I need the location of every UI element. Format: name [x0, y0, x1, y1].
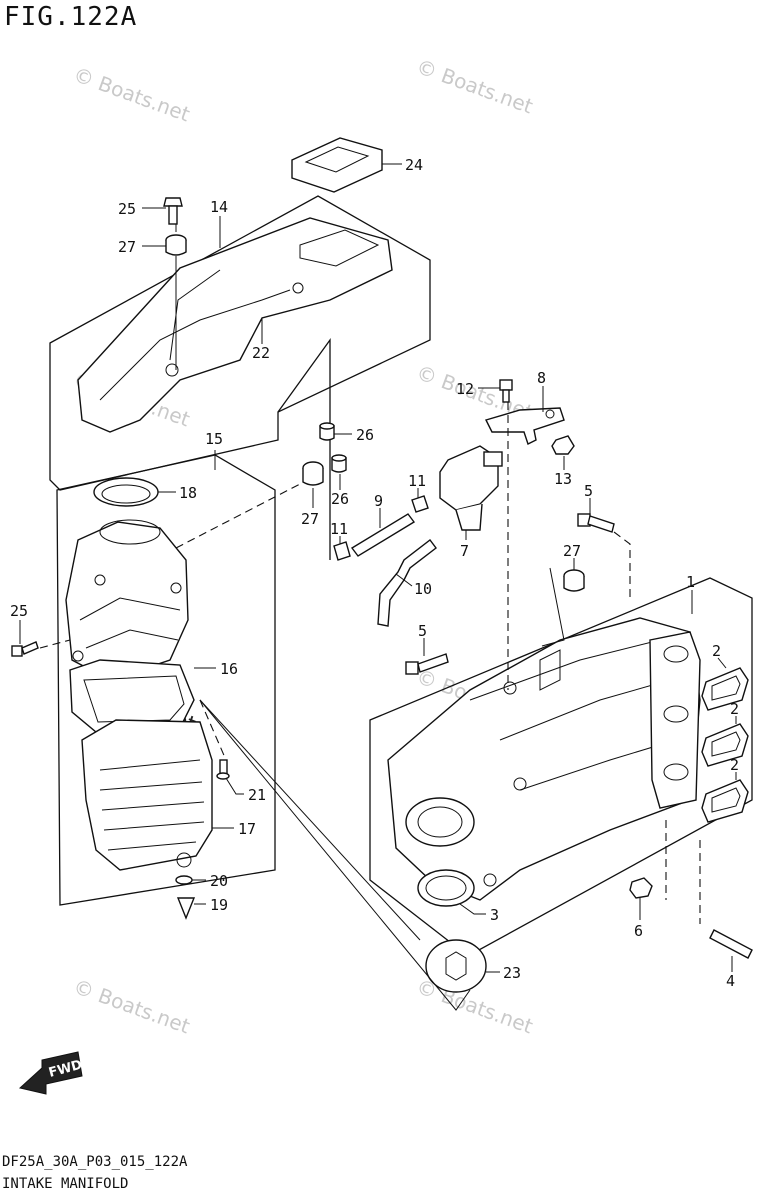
fwd-badge: FWD	[18, 1051, 84, 1095]
drain-valve-19	[176, 897, 196, 920]
o-ring-3	[417, 869, 475, 907]
collar-26b	[331, 454, 347, 473]
callout-19: 19	[210, 896, 228, 914]
group-outline-air-box	[56, 454, 276, 906]
callout-15: 15	[205, 430, 223, 448]
callout-2b: 2	[730, 700, 739, 718]
callout-14: 14	[210, 198, 228, 216]
bolt-5b	[405, 653, 449, 675]
gasket-16	[69, 659, 195, 733]
callout-9: 9	[374, 492, 383, 510]
clip-11b	[333, 541, 351, 561]
hose-10	[377, 539, 437, 627]
callout-26: 26	[356, 426, 374, 444]
callout-5: 5	[584, 482, 593, 500]
callout-2a: 2	[712, 642, 721, 660]
bolt-5a	[577, 513, 615, 533]
callout-10: 10	[414, 580, 432, 598]
intake-manifold-1	[387, 617, 701, 901]
callout-25: 25	[118, 200, 136, 218]
callout-8: 8	[537, 369, 546, 387]
gasket-2a	[701, 667, 749, 711]
watermark: © Boats.net	[70, 974, 193, 1038]
air-box-lower-17	[81, 719, 213, 871]
valve-7	[439, 445, 503, 531]
assembly-line	[613, 531, 631, 600]
callout-18: 18	[179, 484, 197, 502]
callout-1: 1	[686, 573, 695, 591]
callout-26b: 26	[331, 490, 349, 508]
callout-22: 22	[252, 344, 270, 362]
grommet-27	[165, 234, 187, 256]
callout-17: 17	[238, 820, 256, 838]
figure-title: FIG.122A	[4, 2, 138, 32]
seal-ring-18	[93, 477, 159, 507]
nut-13	[551, 435, 575, 455]
figure-name: INTAKE MANIFOLD	[2, 1176, 129, 1192]
callout-23: 23	[503, 964, 521, 982]
stud-bolt-4	[709, 929, 753, 959]
group-outline-link	[277, 337, 331, 560]
group-outline-silencer-cover	[49, 195, 431, 491]
callout-12: 12	[456, 380, 474, 398]
callout-13: 13	[554, 470, 572, 488]
assembly-line	[39, 639, 71, 649]
nut-6	[629, 877, 653, 899]
bolt-12	[499, 379, 513, 403]
callout-27c: 27	[563, 542, 581, 560]
callout-16: 16	[220, 660, 238, 678]
callout-20: 20	[210, 872, 228, 890]
callout-27b: 27	[301, 510, 319, 528]
connector-line	[541, 567, 565, 647]
callout-3: 3	[490, 906, 499, 924]
group-outline-manifold	[369, 577, 753, 957]
air-box-upper-15	[65, 519, 189, 681]
callout-5b: 5	[418, 622, 427, 640]
callout-27: 27	[118, 238, 136, 256]
callout-11b: 11	[330, 520, 348, 538]
hose-9	[350, 513, 416, 557]
callout-21: 21	[248, 786, 266, 804]
gasket-2b	[701, 723, 749, 767]
seal-24	[291, 137, 383, 193]
callouts: 24 25 14 27 22 26 26 27 15 18 25 16 2	[10, 156, 739, 990]
clip-11a	[411, 495, 429, 513]
callout-24: 24	[405, 156, 423, 174]
callout-25b: 25	[10, 602, 28, 620]
connector-line	[199, 699, 421, 941]
assembly-line	[175, 483, 301, 549]
callout-7: 7	[460, 542, 469, 560]
washer-20	[175, 875, 193, 885]
bolt-25b	[11, 641, 39, 657]
watermark: © Boats.net	[413, 54, 536, 118]
grommet-27b	[302, 461, 324, 486]
grommet-27c	[563, 569, 585, 592]
bolt-25	[163, 197, 183, 225]
figure-code: DF25A_30A_P03_015_122A	[2, 1154, 188, 1170]
callout-6: 6	[634, 922, 643, 940]
watermark: © Boats.net	[70, 62, 193, 126]
collar-26	[319, 422, 335, 441]
screw-21	[216, 759, 230, 780]
gasket-2c	[701, 779, 749, 823]
plate-23	[425, 939, 487, 993]
connector-line	[199, 699, 471, 1011]
callout-11: 11	[408, 472, 426, 490]
callout-2c: 2	[730, 756, 739, 774]
callout-4: 4	[726, 972, 735, 990]
assembly-line	[199, 699, 227, 761]
